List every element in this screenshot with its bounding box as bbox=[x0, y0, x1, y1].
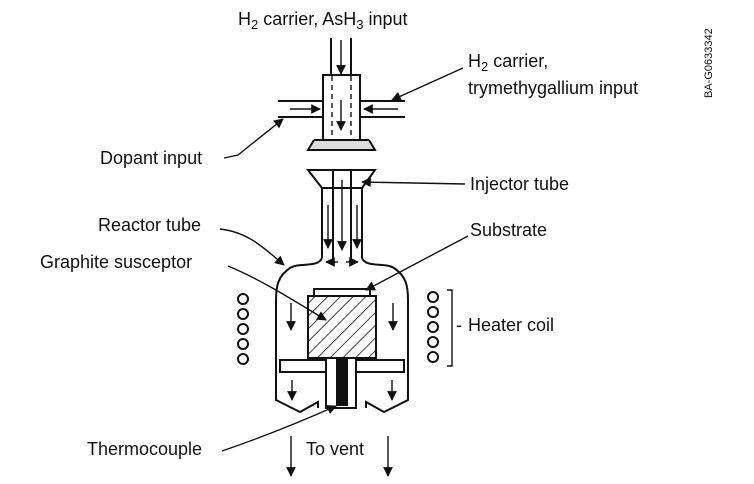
injector-tube bbox=[305, 169, 377, 267]
label-h2-tmg-line2: trymethygallium input bbox=[468, 78, 638, 98]
label-substrate: Substrate bbox=[470, 220, 547, 240]
flow-arrows bbox=[286, 303, 398, 477]
reactor-tube bbox=[275, 257, 409, 414]
label-dopant-input: Dopant input bbox=[100, 148, 202, 168]
left-side-inlet bbox=[278, 100, 323, 118]
manifold-block bbox=[306, 74, 377, 151]
heater-coil-right bbox=[427, 289, 453, 367]
label-injector-tube: Injector tube bbox=[470, 174, 569, 194]
label-thermocouple: Thermocouple bbox=[87, 439, 202, 459]
graphite-susceptor bbox=[307, 288, 377, 359]
label-h2-tmg-line1: H2 carrier, bbox=[468, 51, 548, 74]
label-h2-arsine-input: H2 carrier, AsH3 input bbox=[238, 9, 408, 32]
substrate-wafer bbox=[313, 288, 371, 297]
label-graphite-susceptor: Graphite susceptor bbox=[40, 252, 192, 272]
leader-lines bbox=[219, 67, 469, 452]
figure-code: BA-G0633342 bbox=[703, 28, 715, 98]
support-plate bbox=[279, 357, 405, 409]
top-inlet-pipe bbox=[330, 38, 352, 75]
label-heater-coil: Heater coil bbox=[468, 315, 554, 335]
right-side-inlet bbox=[360, 100, 405, 118]
label-heater-dash: - bbox=[456, 315, 462, 335]
thermocouple-rod bbox=[336, 358, 348, 406]
heater-coil-left bbox=[237, 293, 249, 365]
label-to-vent: To vent bbox=[306, 439, 364, 459]
label-reactor-tube: Reactor tube bbox=[98, 215, 201, 235]
